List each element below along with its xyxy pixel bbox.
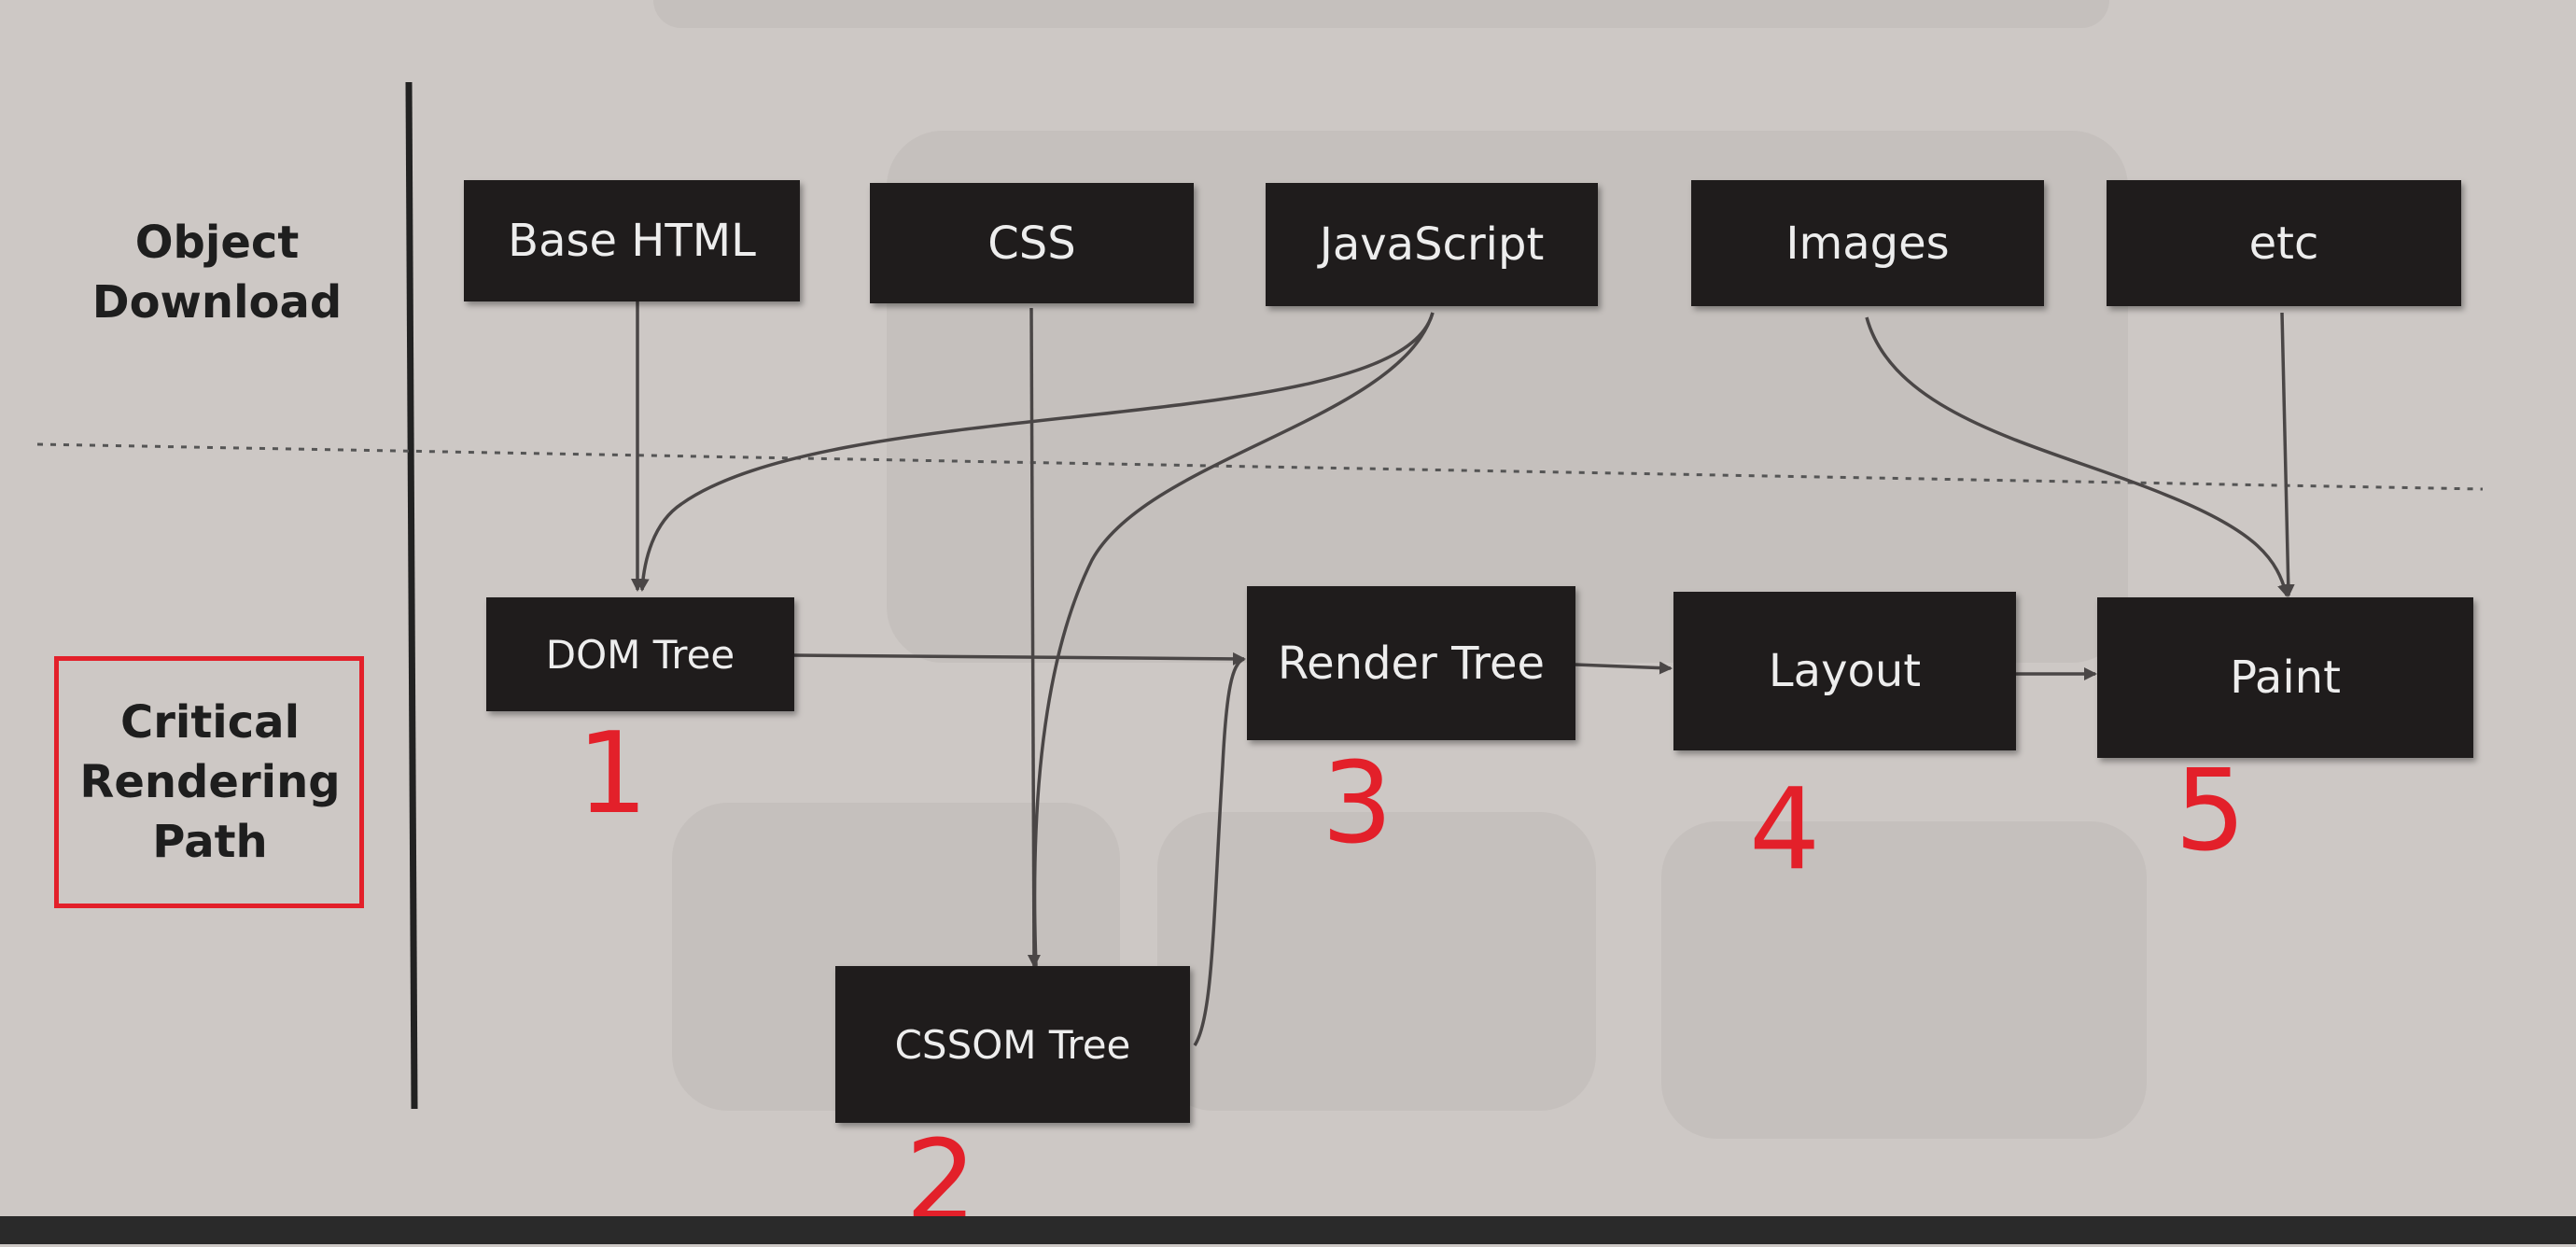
pipeline-render-tree-label: Render Tree <box>1277 637 1546 690</box>
arrow-images-to-paint <box>1865 316 2290 597</box>
pipeline-dom-tree: DOM Tree <box>486 597 794 711</box>
critical-rendering-path-highlight <box>54 656 364 908</box>
page-edge-shadow <box>0 1216 2576 1244</box>
step-number-4: 4 <box>1749 765 1821 895</box>
resource-javascript-label: JavaScript <box>1319 218 1545 271</box>
lane-label-critical-rendering-path: Critical Rendering Path <box>79 696 341 868</box>
resource-base-html: Base HTML <box>464 180 800 301</box>
lane-divider-dotted <box>36 442 2484 491</box>
pipeline-cssom-tree: CSSOM Tree <box>835 966 1190 1123</box>
arrow-js-to-dom <box>636 312 1435 592</box>
background-ghost-shape <box>1661 821 2147 1139</box>
lane-label-object-download: Object Download <box>91 217 343 329</box>
arrow-dom-to-render <box>792 652 1246 666</box>
resource-css-label: CSS <box>987 217 1076 270</box>
background-ghost-shape <box>1157 812 1596 1111</box>
pipeline-paint: Paint <box>2097 597 2473 758</box>
background-ghost-shape <box>653 0 2109 28</box>
pipeline-dom-tree-label: DOM Tree <box>545 631 735 678</box>
pipeline-layout-label: Layout <box>1768 645 1922 697</box>
step-number-3: 3 <box>1322 739 1393 869</box>
step-number-1: 1 <box>577 709 649 839</box>
pipeline-cssom-tree-label: CSSOM Tree <box>894 1021 1131 1068</box>
arrow-etc-to-paint <box>2280 312 2295 597</box>
arrow-js-to-cssom <box>1032 312 1435 967</box>
arrow-render-to-layout <box>1575 661 1673 675</box>
lane-divider-vertical <box>405 81 418 1110</box>
resource-images-label: Images <box>1785 217 1950 270</box>
arrow-cssom-to-render <box>1193 657 1245 1046</box>
resource-etc: etc <box>2107 180 2461 306</box>
pipeline-paint-label: Paint <box>2230 652 2341 704</box>
step-number-5: 5 <box>2175 747 2247 876</box>
resource-base-html-label: Base HTML <box>508 215 756 267</box>
resource-javascript: JavaScript <box>1266 183 1598 306</box>
resource-etc-label: etc <box>2248 217 2319 270</box>
pipeline-layout: Layout <box>1673 592 2016 750</box>
resource-images: Images <box>1691 180 2044 306</box>
pipeline-render-tree: Render Tree <box>1247 586 1575 740</box>
resource-css: CSS <box>870 183 1194 303</box>
